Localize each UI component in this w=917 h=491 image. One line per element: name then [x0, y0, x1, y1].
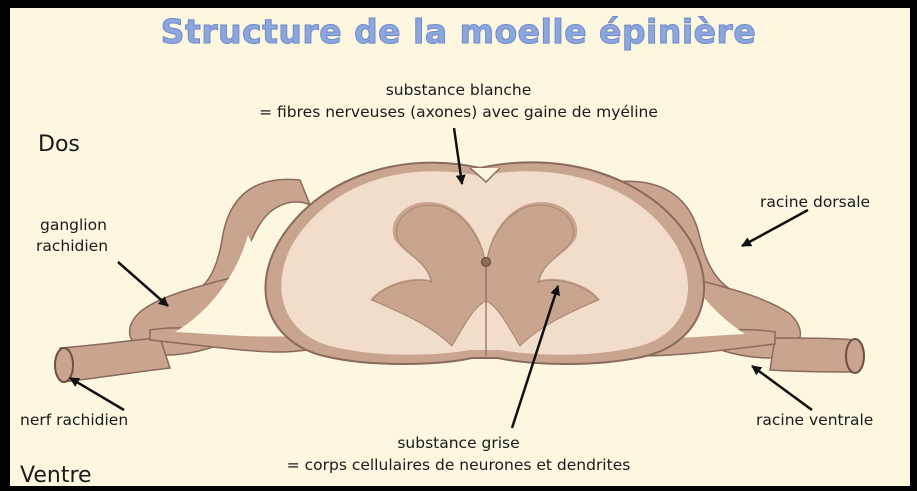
label-racine-dorsale: racine dorsale — [760, 192, 870, 213]
arrow-racine-ventrale — [752, 366, 812, 410]
label-racine-ventrale: racine ventrale — [756, 410, 873, 431]
label-ventre: Ventre — [20, 463, 92, 489]
arrow-racine-dorsale — [742, 210, 808, 246]
label-dos: Dos — [38, 132, 80, 158]
left-nerf-cap — [55, 348, 73, 382]
arrow-ganglion — [118, 262, 168, 306]
right-nerf-cap — [846, 339, 864, 373]
label-substance-grise-2: = corps cellulaires de neurones et dendr… — [0, 455, 917, 476]
arrow-nerf-rachidien — [70, 378, 124, 410]
label-ganglion-2: rachidien — [36, 236, 108, 257]
label-nerf-rachidien: nerf rachidien — [20, 410, 128, 431]
label-substance-grise-1: substance grise — [0, 433, 917, 454]
label-substance-blanche-2: = fibres nerveuses (axones) avec gaine d… — [0, 102, 917, 123]
label-substance-blanche-1: substance blanche — [0, 80, 917, 101]
label-ganglion-1: ganglion — [40, 215, 107, 236]
diagram-title: Structure de la moelle épinière — [0, 12, 917, 51]
central-canal — [482, 258, 491, 267]
